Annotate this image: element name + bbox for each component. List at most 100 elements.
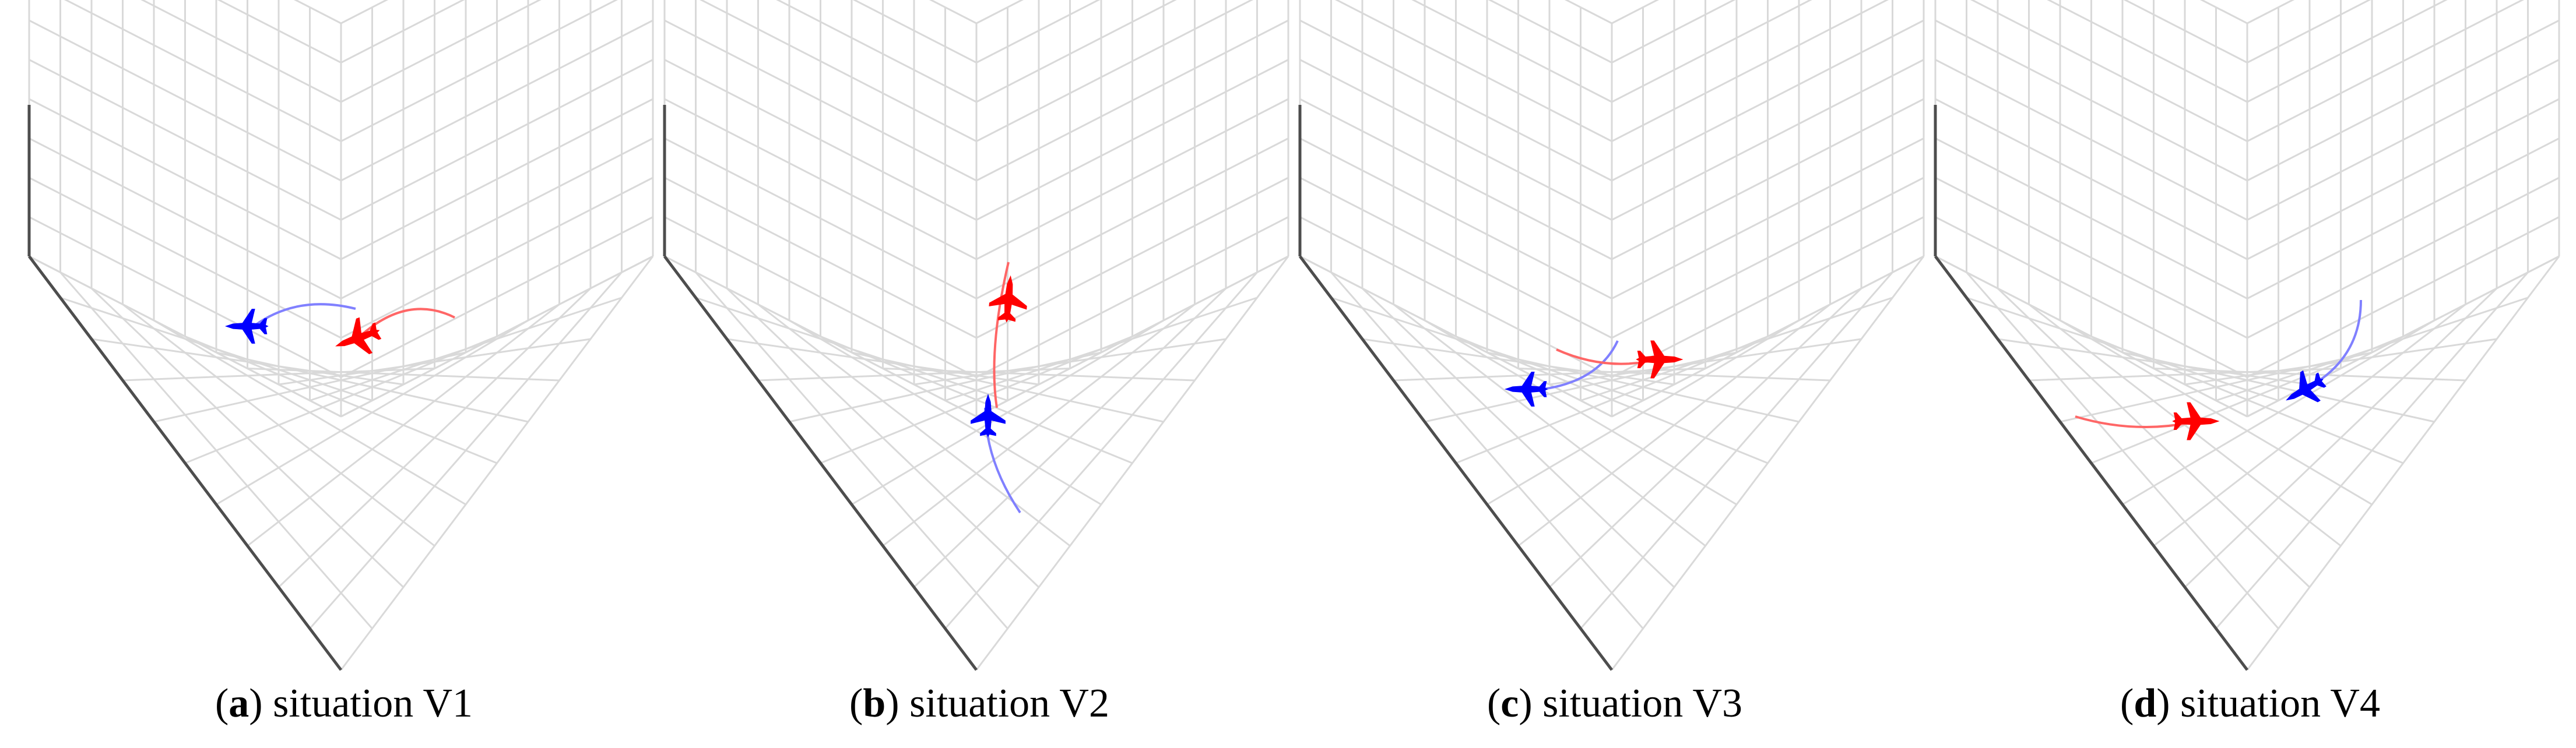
wall-grid-line <box>1611 19 1924 182</box>
caption-letter-b: b <box>863 681 886 726</box>
panel-a: (a) situation V1 <box>23 0 665 748</box>
wall-grid-line <box>1488 0 1612 63</box>
wall-grid-line <box>29 59 342 221</box>
floor-grid-line <box>2060 319 2373 506</box>
x-axis-line <box>1934 255 2248 671</box>
floor-grid-line <box>2246 256 2560 671</box>
wall-grid-line <box>976 19 1289 182</box>
red-jet-b <box>987 273 1030 324</box>
floor-grid-line <box>59 271 373 629</box>
floor-grid-line <box>216 319 529 506</box>
floor-grid-line <box>277 287 592 588</box>
wall-grid-line <box>2247 59 2560 221</box>
caption-a: (a) situation V1 <box>215 681 473 726</box>
caption-d: (d) situation V4 <box>2120 681 2380 726</box>
caption-text-a: situation V1 <box>262 681 473 726</box>
floor-grid-line <box>2122 319 2435 506</box>
caption-text-d: situation V4 <box>2170 681 2380 726</box>
caption-letter-c: c <box>1500 681 1519 726</box>
wall-grid-line <box>2047 0 2248 103</box>
blue-trail-c <box>1533 340 1619 391</box>
x-axis-line <box>663 255 978 671</box>
caption-text-c: situation V3 <box>1532 681 1743 726</box>
wall-grid-line <box>2247 19 2560 182</box>
wall-grid-line <box>976 0 1101 63</box>
wall-grid-line <box>1970 0 2248 142</box>
floor-grid-line <box>2215 271 2529 629</box>
floor-grid-line <box>726 287 1040 588</box>
wall-grid-line <box>776 0 977 103</box>
plot-3d-b <box>663 0 1289 671</box>
wall-grid-line <box>340 19 653 182</box>
wall-grid-line <box>2247 0 2525 142</box>
wall-grid-line <box>1611 0 1889 142</box>
wall-grid-line <box>2247 0 2371 63</box>
wall-grid-line <box>852 0 977 63</box>
floor-grid-line <box>1330 271 1644 629</box>
floor-grid-line <box>340 256 654 671</box>
floor-grid-line <box>1517 304 1831 547</box>
wall-grid-line <box>1611 0 1812 103</box>
axes-box-b <box>663 0 1289 671</box>
floor-grid-line <box>1966 271 2279 629</box>
wall-grid-line <box>2247 0 2448 103</box>
plot-3d-a <box>27 0 654 671</box>
caption-letter-d: d <box>2134 681 2157 726</box>
wall-grid-line <box>664 59 977 221</box>
floor-grid-line <box>1393 304 1706 547</box>
floor-grid-line <box>122 304 435 547</box>
wall-grid-line <box>340 0 465 63</box>
wall-grid-line <box>976 0 1254 142</box>
caption-c: (c) situation V3 <box>1486 681 1743 726</box>
floor-grid-line <box>913 287 1227 588</box>
wall-grid-line <box>664 19 977 182</box>
wall-grid-line <box>1299 59 1612 221</box>
x-axis-line <box>28 255 342 671</box>
floor-grid-line <box>2153 304 2466 547</box>
wall-grid-line <box>699 0 977 142</box>
wall-grid-line <box>976 59 1289 221</box>
floor-grid-line <box>247 304 560 547</box>
floor-grid-line <box>944 271 1258 629</box>
floor-grid-line <box>2028 304 2342 547</box>
floor-grid-line <box>1548 287 1862 588</box>
floor-grid-line <box>1486 319 1800 506</box>
caption-b: (b) situation V2 <box>849 681 1109 726</box>
wall-grid-line <box>340 0 542 103</box>
axes-box-a <box>27 0 654 671</box>
caption-letter-a: a <box>229 681 249 726</box>
wall-grid-line <box>140 0 342 103</box>
panel-d: (d) situation V4 <box>1930 0 2571 748</box>
red-trail-b <box>993 262 1010 408</box>
caption-text-b: situation V2 <box>899 681 1109 726</box>
floor-grid-line <box>882 304 1196 547</box>
wall-grid-line <box>1935 19 2248 182</box>
wall-grid-line <box>340 59 653 221</box>
wall-grid-line <box>340 0 618 142</box>
floor-grid-line <box>695 271 1008 629</box>
panel-c: (c) situation V3 <box>1294 0 1935 748</box>
panel-b: (b) situation V2 <box>659 0 1300 748</box>
wall-grid-line <box>217 0 342 63</box>
floor-grid-line <box>1611 256 1925 671</box>
floor-grid-line <box>153 319 466 506</box>
axes-box-d <box>1934 0 2560 671</box>
floor-grid-line <box>309 271 623 629</box>
plot-3d-c <box>1298 0 1925 671</box>
floor-grid-line <box>975 256 1289 671</box>
axes-box-c <box>1298 0 1925 671</box>
wall-grid-line <box>1611 0 1736 63</box>
floor-grid-line <box>757 304 1071 547</box>
floor-grid-line <box>2184 287 2498 588</box>
floor-grid-line <box>90 287 405 588</box>
wall-grid-line <box>1611 59 1924 221</box>
wall-grid-line <box>29 19 342 182</box>
wall-grid-line <box>2123 0 2248 63</box>
wall-grid-line <box>64 0 342 142</box>
trajectories-d <box>2075 299 2362 428</box>
floor-grid-line <box>1361 287 1675 588</box>
wall-grid-line <box>1299 19 1612 182</box>
floor-grid-line <box>1424 319 1737 506</box>
blue-jet-c <box>1504 372 1548 407</box>
wall-grid-line <box>1334 0 1612 142</box>
